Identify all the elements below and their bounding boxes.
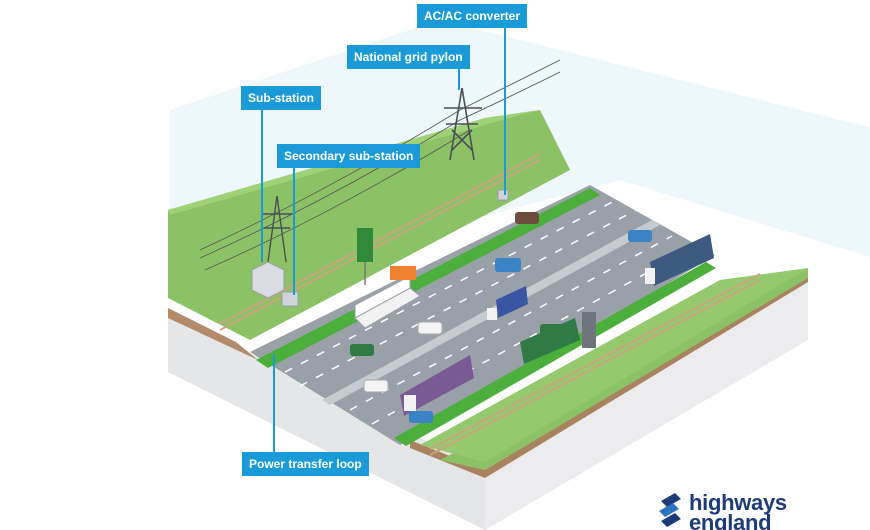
fence-front	[429, 273, 761, 456]
brand-line-2: england	[689, 510, 772, 530]
callout-sub-station: Sub-station	[241, 86, 321, 110]
national-grid-pylon	[444, 87, 482, 161]
earth-left-face	[168, 312, 485, 530]
car-brown-1	[515, 212, 539, 224]
road-sign-grey	[582, 312, 596, 348]
brand-line-1: highways	[689, 490, 787, 515]
charging-lane-near	[256, 188, 600, 368]
callout-acac-converter: AC/AC converter	[417, 4, 528, 28]
grass-right-bank	[420, 268, 808, 462]
secondary-sub-station-box	[281, 291, 299, 307]
callout-national-grid-pylon: National grid pylon	[347, 45, 470, 69]
car-blue-2	[628, 230, 652, 242]
car-blue-1	[495, 258, 521, 272]
car-green-1	[350, 344, 374, 356]
car-white-1	[417, 321, 443, 335]
sub-station-building	[251, 261, 285, 299]
soil-left-strip	[168, 308, 258, 360]
callout-secondary-sub-station: Secondary sub-station	[277, 144, 421, 168]
highways-england-logo: highways england	[655, 488, 855, 530]
callout-leaders	[261, 27, 506, 452]
charging-lane-far	[394, 262, 716, 446]
car-blue-3	[409, 411, 433, 423]
vehicle-green-bus	[520, 318, 580, 364]
brand-mark-icon	[659, 493, 681, 527]
vehicle-navy-truck	[645, 234, 714, 286]
sub-station-pylon	[262, 195, 292, 263]
vehicle-orange-truck	[390, 266, 416, 280]
car-green-2	[540, 324, 564, 336]
road-sign-green	[357, 228, 373, 285]
earth-right-face	[485, 275, 808, 530]
ac-converter-box	[497, 189, 509, 201]
vehicle-purple-truck	[400, 355, 474, 416]
callout-power-transfer-loop: Power transfer loop	[242, 452, 369, 476]
car-white-2	[363, 379, 389, 393]
vehicle-blue-truck	[487, 286, 528, 320]
